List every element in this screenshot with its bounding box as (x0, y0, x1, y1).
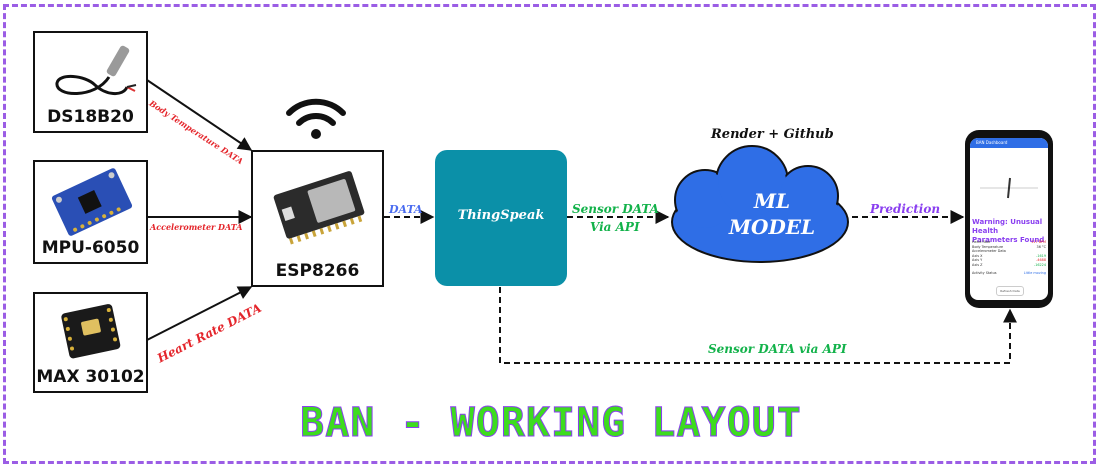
imu-board-icon (51, 168, 133, 236)
thingspeak-label: ThingSpeak (457, 208, 545, 223)
metric-value: 117 BPM (1031, 240, 1046, 244)
mpu6050-label: MPU-6050 (41, 238, 140, 258)
ml-model-line2: MODEL (728, 215, 816, 239)
edge-ds18b20-esp (146, 79, 253, 151)
node-thingspeak: ThingSpeak (435, 150, 567, 286)
edge-ts-phone (499, 287, 1017, 364)
edge-label-prediction: Prediction (870, 202, 941, 216)
metric-label: Body Temperature (972, 244, 1004, 249)
ml-model-line1: ML (753, 189, 791, 213)
metric-label: Heart Rate (972, 240, 991, 244)
metric-row: Body Temperature 36 °C (972, 245, 1046, 250)
metric-value: 36 °C (1036, 244, 1046, 249)
edge-label-sensor-data-via-api: Sensor DATA via API (708, 342, 847, 356)
metric-label: Axis Y (972, 258, 983, 263)
metric-row: Axis Z -16224 (972, 263, 1046, 268)
metric-value: -16224 (1033, 262, 1046, 267)
node-ds18b20: DS18B20 (33, 31, 148, 133)
metric-row: Heart Rate 117 BPM (972, 240, 1046, 245)
metric-label: Activity Status (972, 270, 997, 275)
metric-row: Accelerometer Data (972, 249, 1046, 254)
wifi-icon (286, 98, 346, 139)
metric-label: Axis X (972, 253, 983, 258)
warning-line1: Warning: Unusual Health (972, 218, 1043, 235)
phone-mockup: BAN Dashboard Warning: Unusual Health Pa… (965, 130, 1053, 308)
diagram-title: BAN - WORKING LAYOUT (300, 400, 802, 447)
metric-row: Axis X -1619 (972, 254, 1046, 259)
metric-row: Activity Status Little moving (972, 271, 1046, 276)
pulse-sensor-icon (61, 304, 121, 359)
node-mpu6050: MPU-6050 (33, 160, 148, 264)
metric-label: Axis Z (972, 262, 983, 267)
node-esp8266: ESP8266 (251, 150, 384, 287)
ds18b20-label: DS18B20 (47, 107, 134, 127)
metric-label: Accelerometer Data (972, 249, 1006, 254)
pulse-line-icon (980, 177, 1038, 199)
edge-label-sensor-data-2: Via API (590, 220, 640, 234)
edge-label-data: DATA (389, 203, 423, 216)
warning-text: Warning: Unusual Health Parameters Found (972, 218, 1046, 245)
metric-row: Axis Y -4688 (972, 258, 1046, 263)
max30102-label: MAX 30102 (36, 367, 145, 387)
temperature-probe-icon (55, 45, 137, 96)
metric-value: -4688 (1036, 258, 1046, 263)
render-github-label: Render + Github (711, 127, 834, 142)
refresh-button[interactable]: Refresh Data (996, 286, 1024, 296)
dashed-frame (3, 4, 1096, 464)
esp8266-board-icon (273, 171, 365, 245)
esp8266-label: ESP8266 (275, 261, 360, 281)
phone-screen: BAN Dashboard Warning: Unusual Health Pa… (970, 138, 1048, 300)
edge-label-sensor-data-1: Sensor DATA (572, 202, 659, 216)
ml-cloud-shape (671, 145, 849, 263)
edge-label-accel: Accelerometer DATA (150, 222, 243, 232)
ml-model-label: ML MODEL (712, 188, 832, 240)
node-max30102: MAX 30102 (33, 292, 148, 393)
app-bar: BAN Dashboard (970, 138, 1048, 148)
edge-max-esp (146, 286, 253, 341)
warning-line2: Parameters Found (972, 236, 1045, 244)
metric-value: Little moving (1023, 270, 1046, 275)
metric-value: -1619 (1036, 253, 1046, 258)
